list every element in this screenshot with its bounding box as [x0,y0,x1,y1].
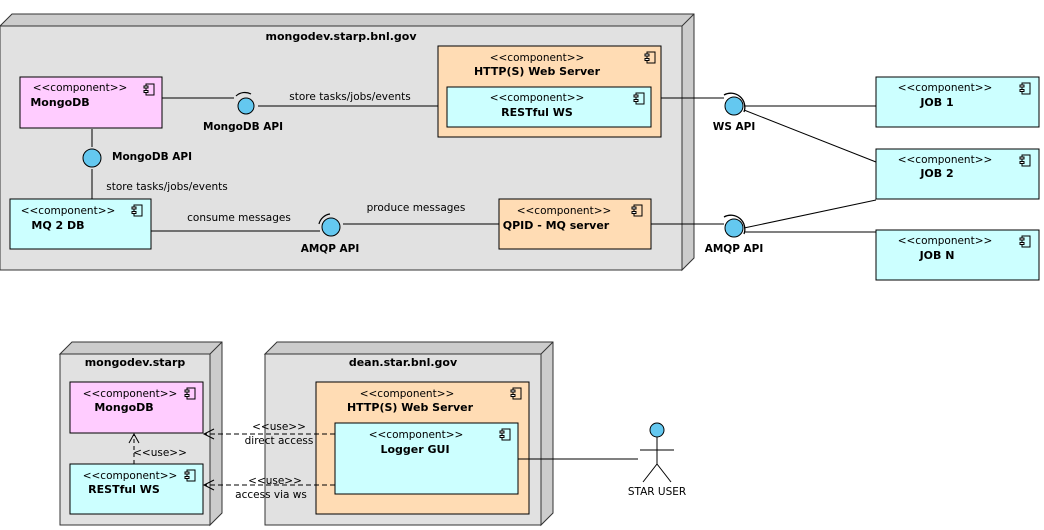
bottom-dependencies [128,428,638,491]
node-title: dean.star.bnl.gov [349,356,458,369]
interface-label: WS API [713,121,756,133]
interface-amqp-api-external[interactable]: AMQP API [705,214,764,255]
jobn-component[interactable]: <<component>> JOB N [875,229,1040,281]
top-mq2db-component[interactable]: <<component>> MQ 2 DB [9,198,152,250]
label-direct-access: direct access [245,435,314,447]
stereotype: <<component>> [83,470,178,482]
top-restful-ws-component[interactable]: <<component>> RESTful WS [446,86,652,128]
interface-amqp-api-internal[interactable]: AMQP API [301,213,360,255]
interface-ws-api[interactable]: WS API [713,92,756,133]
stereotype: <<component>> [898,82,993,94]
component-name: JOB N [919,249,955,262]
label-access-via-ws: access via ws [235,489,307,501]
bottom-restful-ws-component[interactable]: <<component>> RESTful WS [69,463,204,515]
stereotype: <<component>> [21,205,116,217]
connector-label-produce: produce messages [367,202,466,214]
use-label-direct: <<use>> [252,421,306,433]
stereotype: <<component>> [360,388,455,400]
top-connectors [91,97,877,233]
interface-label: MongoDB API [112,151,192,163]
interface-label: AMQP API [301,243,360,255]
stereotype: <<component>> [490,52,585,64]
node-title: mongodev.starp.bnl.gov [265,30,417,43]
connector-label-consume: consume messages [187,212,291,224]
interface-label: MongoDB API [203,121,283,133]
component-name: RESTful WS [501,106,573,119]
component-name: MQ 2 DB [31,219,84,232]
interface-label: AMQP API [705,243,764,255]
node-title: mongodev.starp [85,356,186,369]
component-name: MongoDB [94,401,153,414]
job2-component[interactable]: <<component>> JOB 2 [875,148,1040,200]
component-name: JOB 2 [919,167,953,180]
stereotype: <<component>> [33,82,128,94]
stereotype: <<component>> [898,154,993,166]
top-mongodb-component[interactable]: <<component>> MongoDB [19,76,163,129]
component-name: Logger GUI [380,443,449,456]
component-name: HTTP(S) Web Server [474,65,601,78]
interface-mongodb-api-horizontal[interactable]: MongoDB API [203,91,283,133]
stereotype: <<component>> [490,92,585,104]
bottom-mongodb-component[interactable]: <<component>> MongoDB [69,381,204,434]
stereotype: <<component>> [369,429,464,441]
actor-star-user[interactable]: STAR USER [628,422,686,498]
bottom-logger-gui-component[interactable]: <<component>> Logger GUI [334,422,519,495]
job1-component[interactable]: <<component>> JOB 1 [875,76,1040,128]
stereotype: <<component>> [83,388,178,400]
top-qpid-component[interactable]: <<component>> QPID - MQ server [498,198,652,250]
connector-label-store-horizontal: store tasks/jobs/events [289,91,410,103]
actor-label: STAR USER [628,486,686,498]
component-name: QPID - MQ server [503,219,610,232]
use-label-ws: <<use>> [248,475,302,487]
interface-mongodb-api-vertical[interactable]: MongoDB API [82,148,192,168]
component-name: HTTP(S) Web Server [347,401,474,414]
component-name: MongoDB [30,96,89,109]
connector-label-store-vertical: store tasks/jobs/events [106,181,227,193]
component-name: JOB 1 [919,96,953,109]
use-label-restful-to-mongodb: <<use>> [133,447,187,459]
actor-head-icon [649,422,665,438]
stereotype: <<component>> [898,235,993,247]
stereotype: <<component>> [517,205,612,217]
component-name: RESTful WS [88,483,160,496]
